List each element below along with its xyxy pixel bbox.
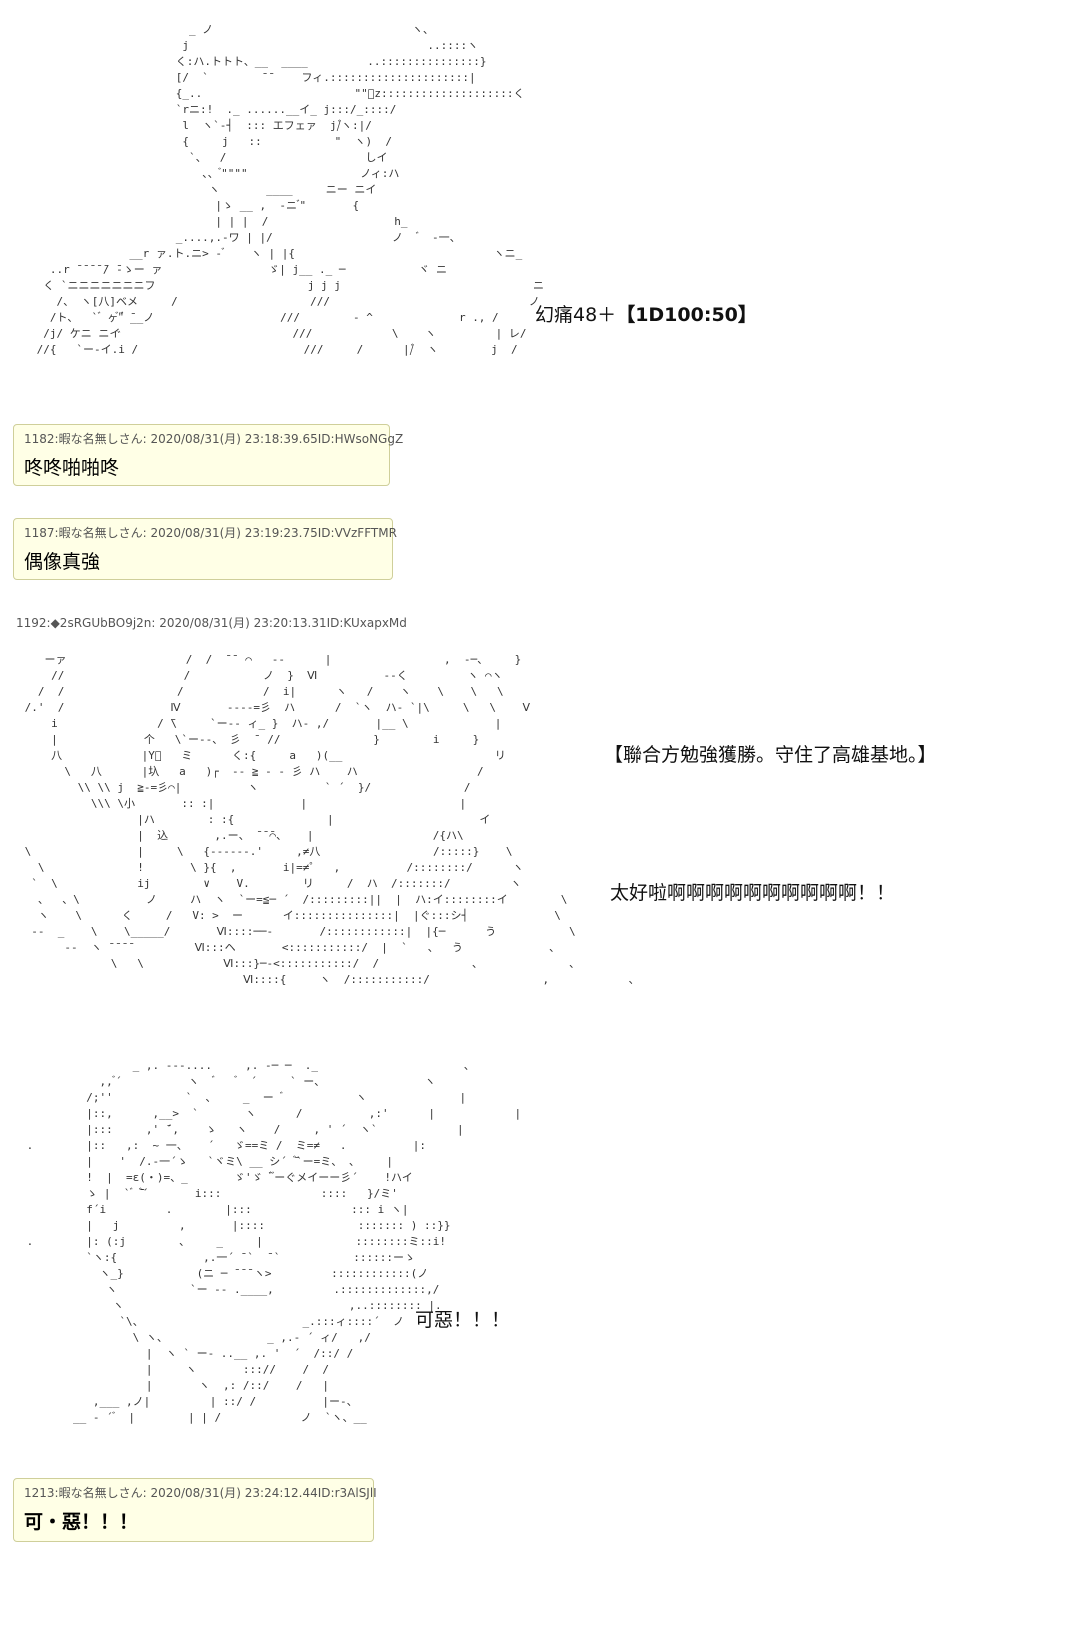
ascii-art-joyful-figures: ーァ / / ̄ ̄ ⌒ -- | , -─、 } // / ノ } Ⅵ --く…	[24, 653, 640, 986]
post-1187: 1187:暇な名無しさん: 2020/08/31(月) 23:19:23.75I…	[13, 518, 397, 580]
phantom-pain-label: 幻痛48＋	[535, 304, 617, 326]
post-header: 1213:暇な名無しさん: 2020/08/31(月) 23:24:12.44I…	[24, 1486, 377, 1500]
post-body: 偶像真強	[24, 551, 101, 573]
post-body: 可・惡！！！	[24, 1511, 139, 1533]
victory-caption: 【聯合方勉強獲勝。守住了高雄基地。】	[604, 744, 937, 766]
phantom-pain-caption: 幻痛48＋【1D100:50】	[535, 300, 757, 327]
dice-result: 【1D100:50】	[616, 304, 757, 326]
post-1213: 1213:暇な名無しさん: 2020/08/31(月) 23:24:12.44I…	[13, 1478, 377, 1542]
joy-caption: 太好啦啊啊啊啊啊啊啊啊啊啊！！	[610, 882, 896, 904]
author-post-header: 1192:◆2sRGUbBO9j2n: 2020/08/31(月) 23:20:…	[16, 616, 407, 630]
damn-caption: 可惡！！！	[415, 1309, 511, 1331]
ascii-art-frustrated-face: _ ,. ---.... ,. -─ ─ ._ 、 ,, ゙´ ヽ ゙ ゙ ´ …	[26, 1059, 522, 1424]
post-header: 1187:暇な名無しさん: 2020/08/31(月) 23:19:23.75I…	[24, 526, 397, 540]
post-1182: 1182:暇な名無しさん: 2020/08/31(月) 23:18:39.65I…	[13, 424, 404, 486]
post-body: 咚咚啪啪咚	[24, 457, 120, 479]
ascii-art-man-with-bowl: _ ノ ヽ、 j ..::::ヽ く:ハ.トトト、__ ____ ..:::::…	[36, 23, 544, 356]
post-header: 1182:暇な名無しさん: 2020/08/31(月) 23:18:39.65I…	[24, 432, 404, 446]
